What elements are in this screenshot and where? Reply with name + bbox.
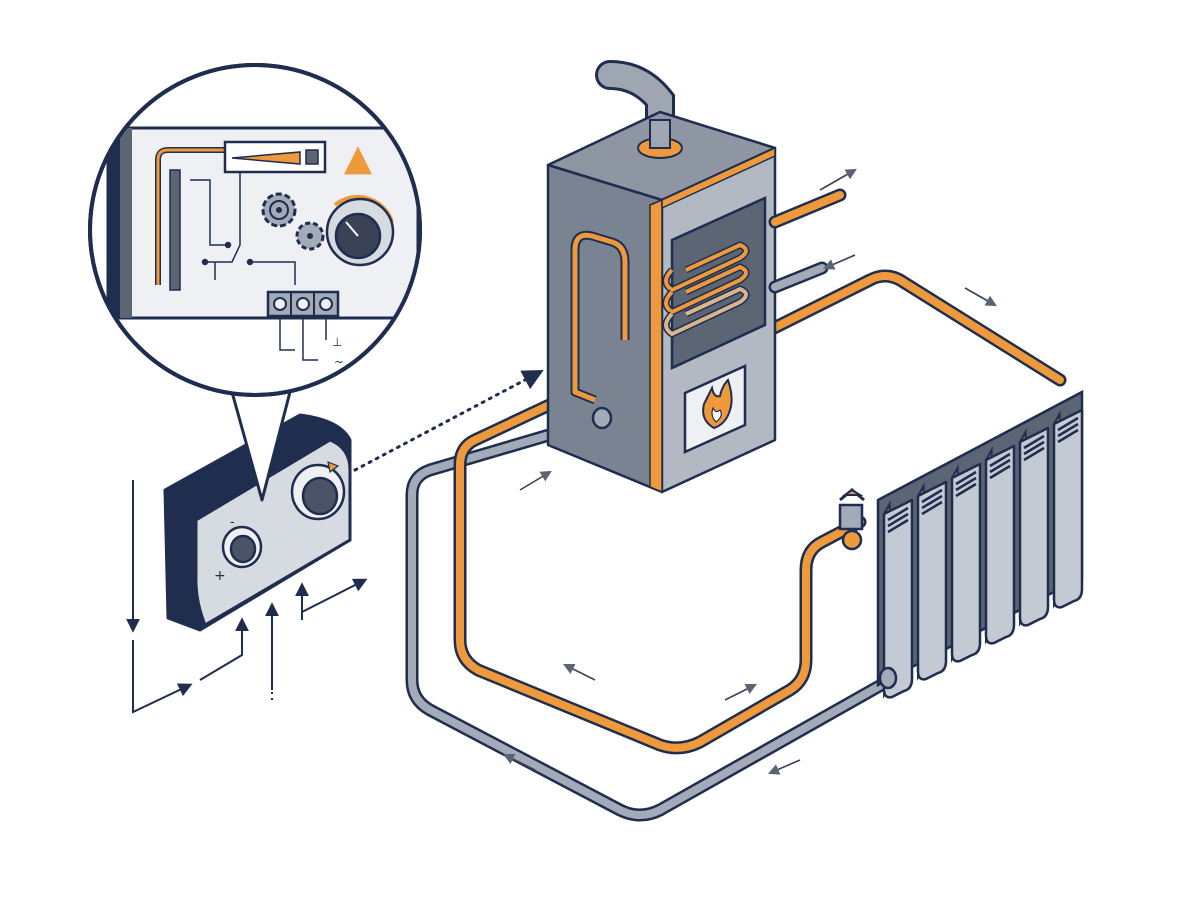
- flame-icon: [702, 378, 733, 430]
- flow-arrow-supply-right: [724, 683, 758, 701]
- radiator-section: [882, 498, 914, 699]
- flow-arrow-supply-left: [562, 663, 596, 681]
- valve-icon[interactable]: [838, 488, 865, 551]
- flow-arrow-return-in: [822, 254, 856, 270]
- thermostat-knob-detail: [325, 194, 395, 267]
- supply-pipe-to-boiler: [453, 393, 867, 755]
- flow-arrow-supply-up: [519, 470, 552, 491]
- terminal-wires: [279, 316, 327, 361]
- flow-arrow-supply: [964, 287, 997, 307]
- symbol-plus: +: [214, 568, 226, 584]
- heat-exchanger-coil-icon: [662, 241, 750, 339]
- wire-out-arrow: [301, 578, 368, 613]
- thermostat-icon[interactable]: - +: [163, 413, 352, 632]
- flow-arrow-hot-out: [819, 168, 857, 191]
- flow-arrow-return-left: [502, 753, 536, 771]
- magnifier-callout-icon: ⊥ ~: [88, 63, 422, 397]
- burner-panel: [683, 364, 747, 454]
- radiator-section: [1052, 408, 1084, 609]
- boiler-left-face: [546, 163, 664, 494]
- radiator: [876, 389, 1084, 699]
- control-signal-line: [353, 370, 544, 472]
- flow-arrow-return-bottom: [767, 759, 801, 775]
- wiring-arrows: [126, 480, 368, 714]
- radiator-section: [984, 444, 1016, 645]
- radiator-section: [916, 480, 948, 681]
- flow-arrows: [502, 168, 997, 775]
- return-pipe: [405, 413, 897, 822]
- thermostat-dial-small[interactable]: [221, 525, 263, 569]
- boiler: [546, 60, 847, 494]
- wire-up-arrow-1: [199, 617, 249, 681]
- circuit-traces: [190, 172, 296, 285]
- radiator-section: [1018, 426, 1050, 627]
- thermostat-dial-large[interactable]: [290, 461, 346, 521]
- terminal-block: [266, 290, 340, 318]
- gear-small-icon: [295, 221, 325, 251]
- symbol-ground: ⊥: [332, 335, 342, 349]
- symbol-minus: -: [230, 515, 235, 530]
- radiator-section: [950, 462, 982, 663]
- supply-pipe-to-radiator: [763, 269, 1067, 387]
- wire-feed-arrow: [132, 640, 193, 714]
- gear-icon: [261, 192, 297, 228]
- boiler-outlet-pipes: [768, 188, 847, 294]
- symbol-ac: ~: [334, 355, 344, 369]
